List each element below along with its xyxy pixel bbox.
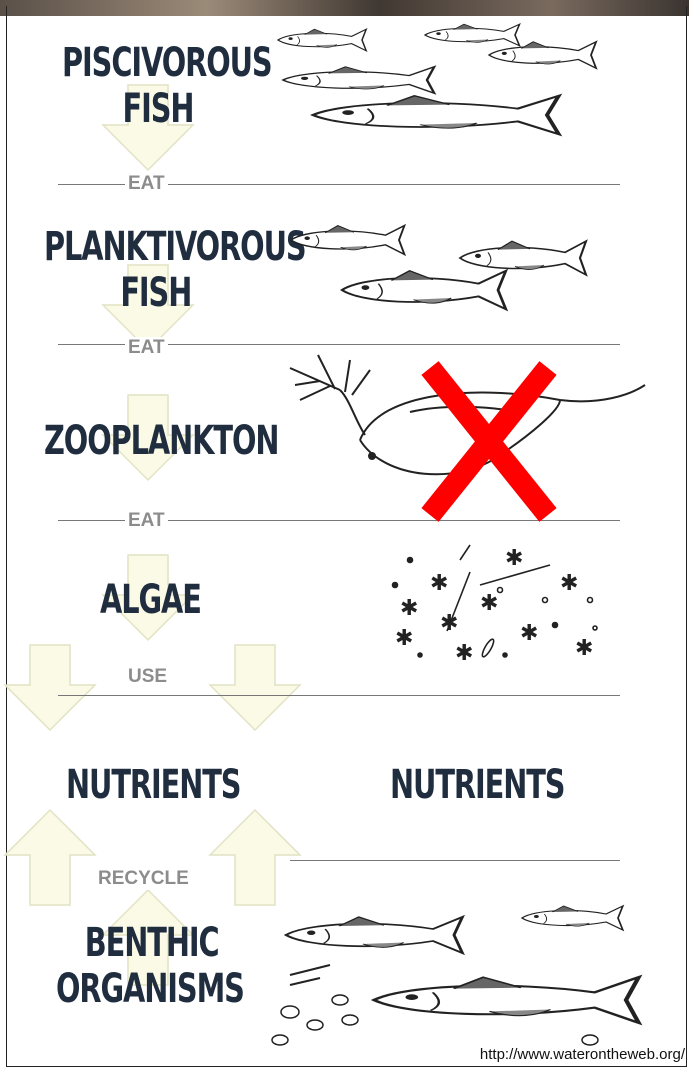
svg-text:✱: ✱: [505, 546, 523, 571]
svg-text:✱: ✱: [430, 571, 448, 596]
svg-text:✱: ✱: [575, 636, 593, 661]
svg-text:✱: ✱: [455, 641, 473, 666]
svg-text:✱: ✱: [440, 611, 458, 636]
planktivorous-fish-drawing: [291, 226, 586, 310]
source-url-link[interactable]: http://www.waterontheweb.org/: [480, 1046, 685, 1063]
benthic-organisms-drawing: [272, 906, 639, 1045]
eliminated-cross-icon: [430, 368, 548, 515]
piscivorous-fish-drawing: [278, 24, 596, 134]
svg-text:✱: ✱: [560, 571, 578, 596]
svg-text:✱: ✱: [400, 596, 418, 621]
svg-text:✱: ✱: [520, 621, 538, 646]
svg-text:✱: ✱: [480, 591, 498, 616]
svg-text:✱: ✱: [395, 626, 413, 651]
algae-drawing: ✱ ✱ ✱ ✱ ✱ ✱ ✱ ✱ ✱ ✱: [393, 545, 598, 666]
